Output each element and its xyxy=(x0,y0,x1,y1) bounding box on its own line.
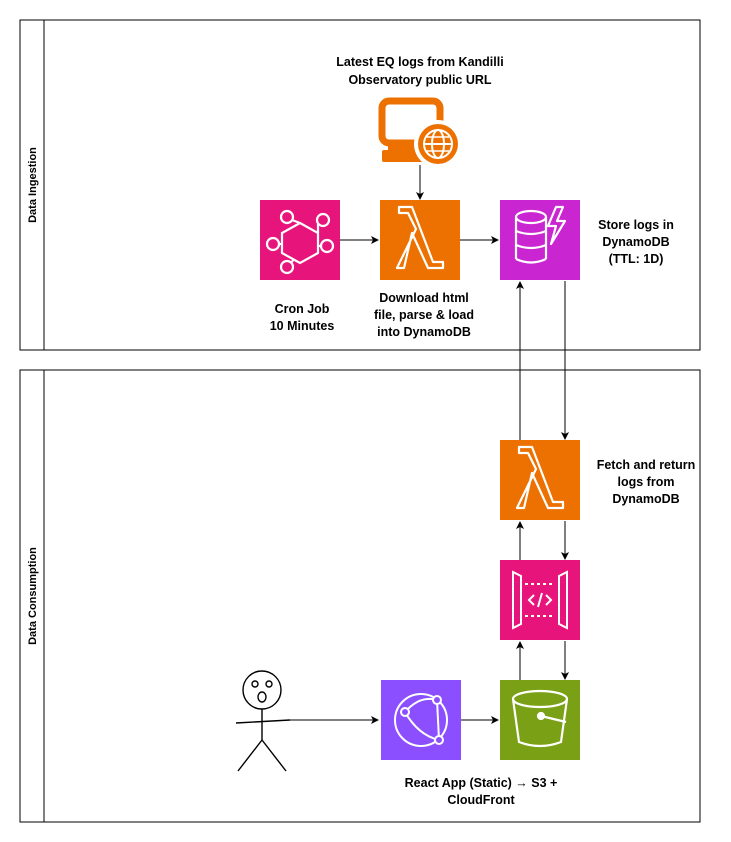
cloudfront-icon xyxy=(381,680,461,760)
dynamodb-label-line-2: DynamoDB xyxy=(602,235,669,249)
labels: Latest EQ logs from Kandilli Observatory… xyxy=(270,55,696,807)
fetch-lambda-label-line-1: Fetch and return xyxy=(597,458,696,472)
ingest-lambda-label-line-3: into DynamoDB xyxy=(377,325,471,339)
react-app-label-line-1: React App (Static) → S3 + xyxy=(405,776,558,790)
lane-data-ingestion: Data Ingestion xyxy=(19,19,701,351)
source-label-line-1: Latest EQ logs from Kandilli xyxy=(336,55,503,69)
client-globe-icon xyxy=(378,97,462,168)
stick-figure-icon xyxy=(235,670,291,772)
dynamodb-icon xyxy=(500,200,580,280)
cron-label-line-2: 10 Minutes xyxy=(270,319,335,333)
source-label-line-2: Observatory public URL xyxy=(348,73,491,87)
lambda-icon xyxy=(500,440,580,520)
dynamodb-label-line-1: Store logs in xyxy=(598,218,674,232)
lambda-icon xyxy=(380,200,460,280)
fetch-lambda-label-line-2: logs from xyxy=(618,475,675,489)
eventbridge-icon xyxy=(260,200,340,280)
dynamodb-label-line-3: (TTL: 1D) xyxy=(609,252,664,266)
lane-border xyxy=(19,369,701,823)
lane-title-consumption: Data Consumption xyxy=(27,547,39,645)
s3-bucket-icon xyxy=(500,680,580,760)
ingest-lambda-label-line-2: file, parse & load xyxy=(374,308,474,322)
api-gateway-icon xyxy=(500,560,580,640)
ingest-lambda-label-line-1: Download html xyxy=(379,291,469,305)
lane-title-ingestion: Data Ingestion xyxy=(27,147,39,223)
cron-label-line-1: Cron Job xyxy=(275,302,330,316)
connectors xyxy=(290,165,569,724)
lane-data-consumption: Data Consumption xyxy=(19,369,701,823)
lane-border xyxy=(19,19,701,351)
react-app-label-line-2: CloudFront xyxy=(447,793,515,807)
fetch-lambda-label-line-3: DynamoDB xyxy=(612,492,679,506)
